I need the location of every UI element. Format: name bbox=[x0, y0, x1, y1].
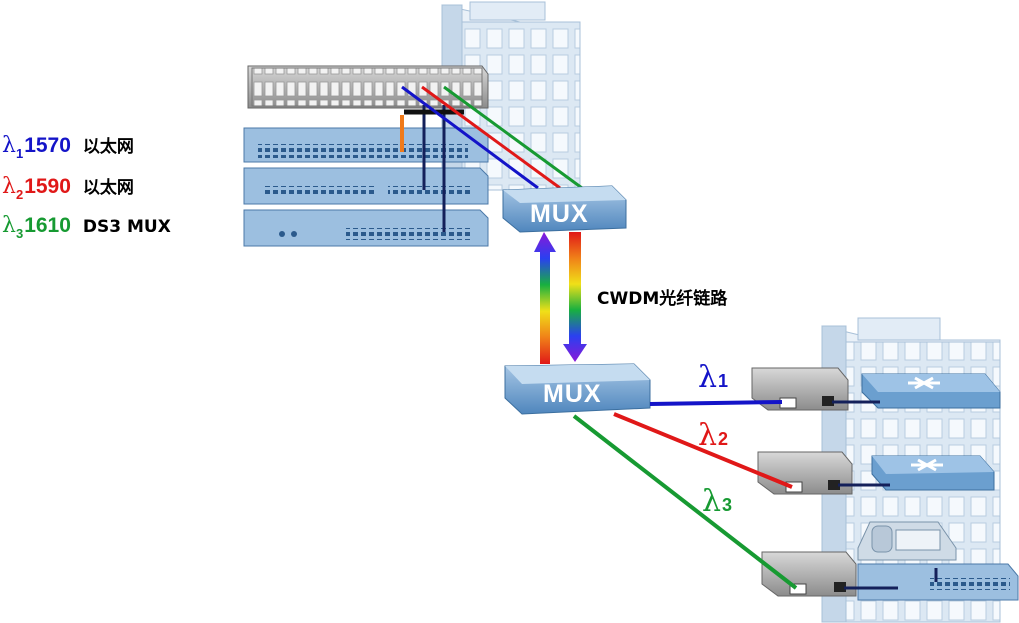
legend-wavelength-1: 1570 bbox=[24, 134, 71, 157]
lambda-tag-1: λ1 bbox=[698, 360, 728, 395]
fiber-lambda1-top bbox=[401, 85, 539, 190]
ds3-shelf bbox=[857, 563, 1019, 601]
patch-panel-3 bbox=[243, 209, 489, 247]
patch-panel-2 bbox=[243, 167, 489, 205]
legend-wavelength-3: 1610 bbox=[24, 214, 71, 237]
legend-sub-2: 2 bbox=[15, 187, 24, 202]
legend-lambda-3: λ bbox=[2, 213, 16, 238]
lambda-tag-3-symbol: λ bbox=[702, 484, 722, 519]
legend-row-3: λ31610 DS3 MUX bbox=[2, 213, 171, 242]
patch-panel-1 bbox=[243, 127, 489, 163]
legend-desc-2: 以太网 bbox=[82, 178, 134, 198]
cwdm-fiber-link bbox=[534, 232, 587, 364]
media-converter-1 bbox=[751, 367, 849, 411]
fiber-lambda1-bottom bbox=[649, 400, 783, 406]
legend-desc-3: DS3 MUX bbox=[82, 217, 171, 237]
router-1 bbox=[861, 373, 1001, 409]
fiber-lambda3-bottom bbox=[572, 414, 798, 590]
lambda-tag-2: λ2 bbox=[698, 418, 728, 453]
mux-top-label: MUX bbox=[530, 200, 589, 228]
lambda-tag-3-sub: 3 bbox=[722, 495, 733, 515]
legend-sub-1: 1 bbox=[15, 146, 24, 161]
media-converter-2 bbox=[757, 451, 853, 495]
router-2 bbox=[871, 455, 995, 491]
lambda-tag-2-sub: 2 bbox=[718, 429, 729, 449]
lambda-tag-3: λ3 bbox=[702, 484, 732, 519]
lambda-tag-1-sub: 1 bbox=[718, 371, 729, 391]
lambda-tag-1-symbol: λ bbox=[698, 360, 718, 395]
rack-chassis bbox=[247, 65, 489, 109]
cwdm-link-label: CWDM光纤链路 bbox=[597, 289, 728, 309]
legend-desc-1: 以太网 bbox=[82, 137, 134, 157]
media-converter-3 bbox=[761, 551, 857, 597]
telephone bbox=[857, 521, 957, 561]
legend-lambda-2: λ bbox=[2, 174, 16, 199]
legend-sub-3: 3 bbox=[15, 226, 24, 241]
mux-top bbox=[502, 185, 627, 233]
mux-bottom-label: MUX bbox=[543, 380, 602, 408]
fiber-lambda2-bottom bbox=[613, 412, 793, 489]
fiber-lambda3-top bbox=[443, 85, 583, 190]
legend-wavelength-2: 1590 bbox=[24, 175, 71, 198]
legend-row-1: λ11570 以太网 bbox=[2, 133, 134, 162]
mux-bottom bbox=[504, 363, 651, 415]
legend-row-2: λ21590 以太网 bbox=[2, 174, 134, 203]
legend-lambda-1: λ bbox=[2, 133, 16, 158]
fiber-lambda2-top bbox=[421, 85, 561, 190]
lambda-tag-2-symbol: λ bbox=[698, 418, 718, 453]
